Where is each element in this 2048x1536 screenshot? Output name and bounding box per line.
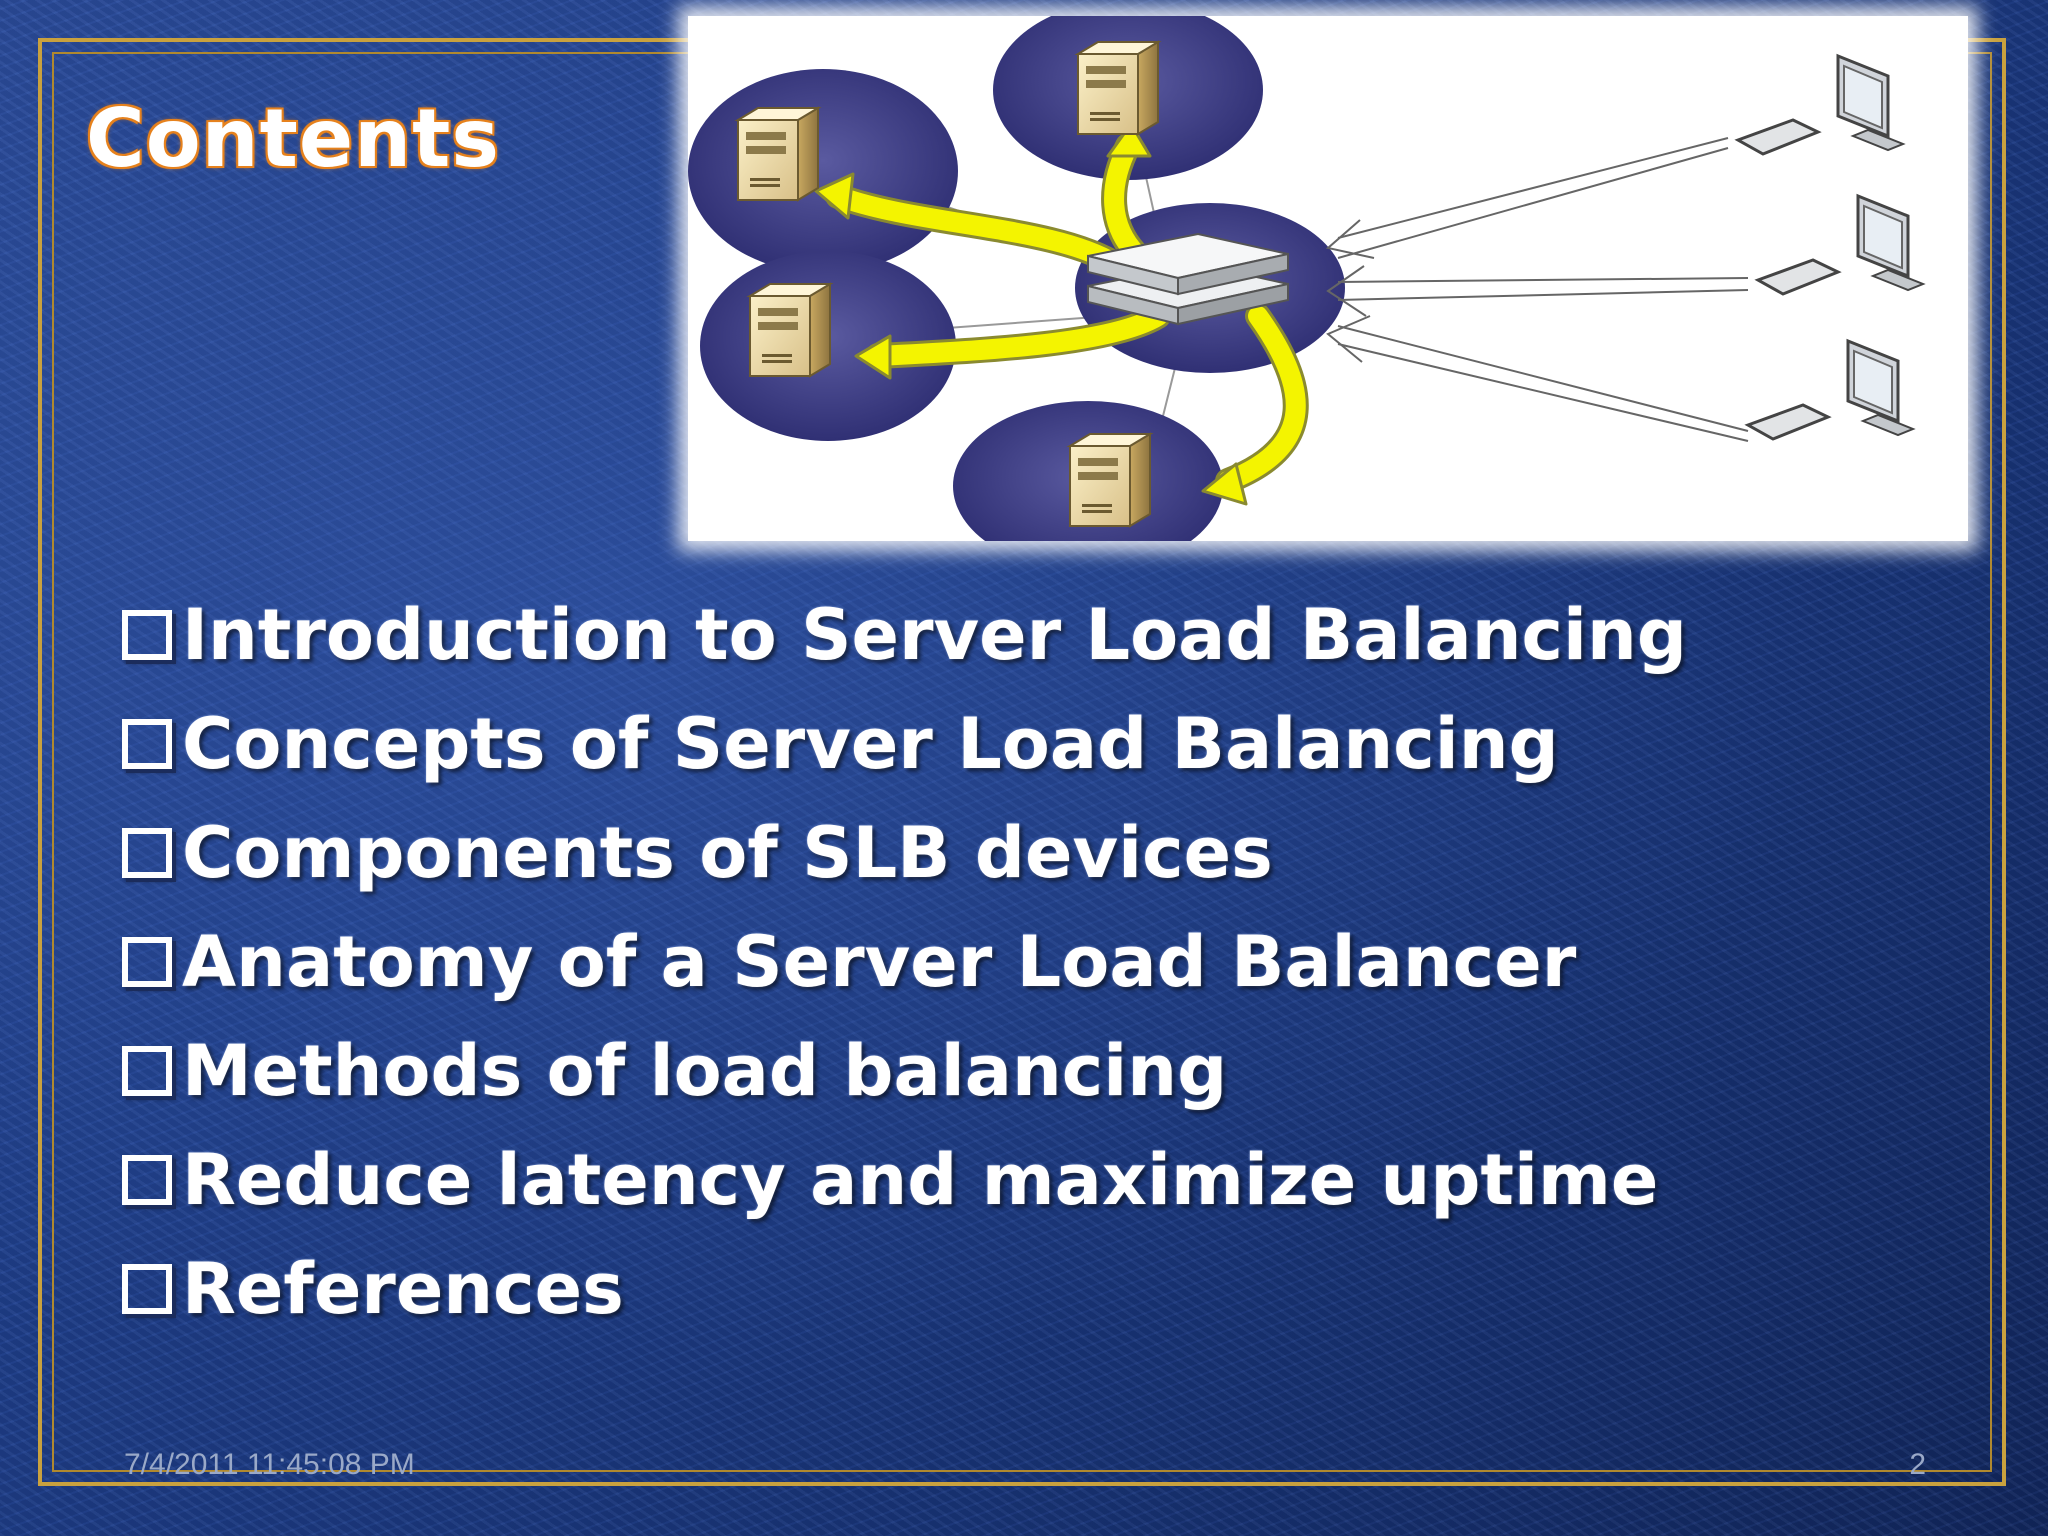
client-computer-icon [1736,54,1905,156]
contents-item-label: Reduce latency and maximize uptime [182,1138,1659,1221]
slide-number: 2 [1909,1448,1926,1481]
contents-item-label: Anatomy of a Server Load Balancer [182,920,1577,1003]
contents-item-label: References [182,1247,624,1330]
checkbox-bullet-icon [122,1045,172,1096]
contents-item: Reduce latency and maximize uptime [122,1125,1687,1234]
client-computer-icon [1756,194,1925,296]
contents-item: Components of SLB devices [122,798,1687,907]
contents-item-label: Introduction to Server Load Balancing [182,593,1687,676]
contents-item: Concepts of Server Load Balancing [122,689,1687,798]
checkbox-bullet-icon [122,718,172,769]
contents-item: Anatomy of a Server Load Balancer [122,907,1687,1016]
contents-item: Methods of load balancing [122,1016,1687,1125]
server-icon [749,283,831,377]
contents-item-label: Components of SLB devices [182,811,1273,894]
footer-date: 7/4/2011 11:45:08 PM [124,1448,415,1481]
server-icon [1069,433,1151,527]
contents-list: Introduction to Server Load Balancing Co… [122,580,1687,1343]
checkbox-bullet-icon [122,609,172,660]
contents-item-label: Methods of load balancing [182,1029,1228,1112]
slide-title: Contents [86,92,500,185]
load-balancer-icon [1087,232,1289,326]
checkbox-bullet-icon [122,1154,172,1205]
server-icon [737,107,819,201]
client-computer-icon [1746,339,1915,441]
load-balancing-diagram [688,16,1968,541]
contents-item: Introduction to Server Load Balancing [122,580,1687,689]
contents-item-label: Concepts of Server Load Balancing [182,702,1559,785]
checkbox-bullet-icon [122,1263,172,1314]
contents-item: References [122,1234,1687,1343]
server-icon [1077,41,1159,135]
checkbox-bullet-icon [122,936,172,987]
server-node-circle [688,69,958,273]
checkbox-bullet-icon [122,827,172,878]
